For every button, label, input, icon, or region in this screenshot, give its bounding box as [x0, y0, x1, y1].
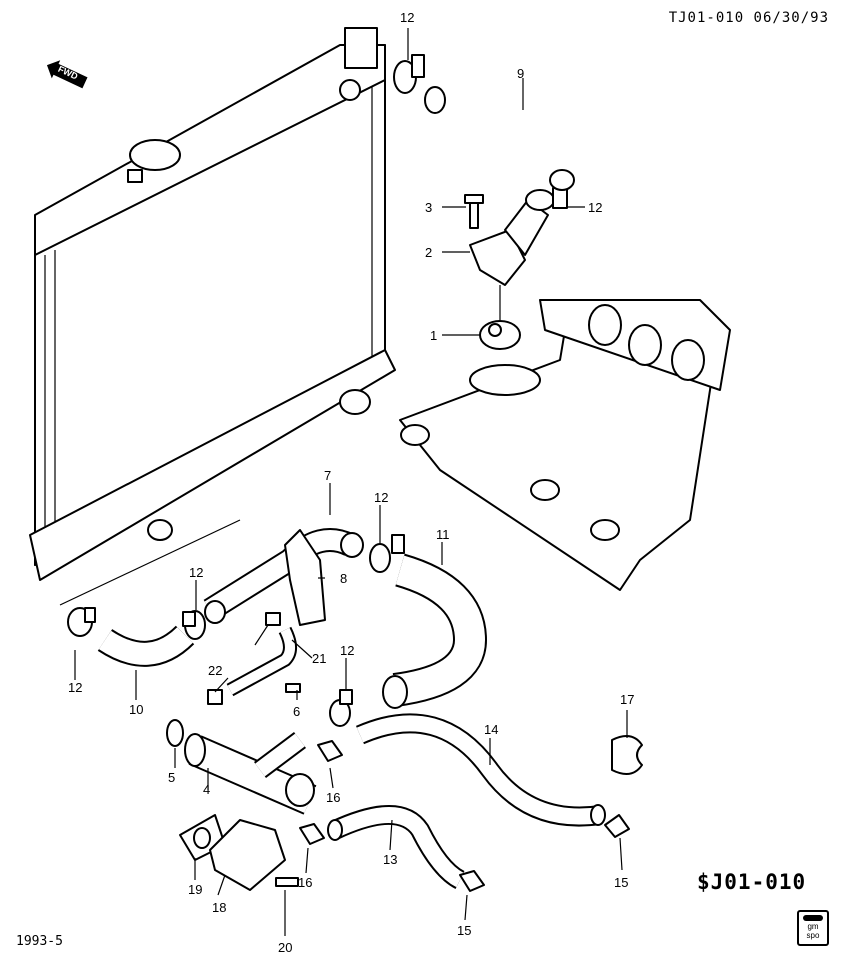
callout-14: 14 — [484, 722, 498, 737]
radiator — [29, 27, 396, 606]
callout-1: 1 — [430, 328, 437, 343]
callout-5: 5 — [168, 770, 175, 785]
callout-21: 21 — [312, 651, 326, 666]
callout-12-lower: 12 — [340, 643, 354, 658]
callout-6: 6 — [293, 704, 300, 719]
callout-3: 3 — [425, 200, 432, 215]
callout-22-a: 22 — [208, 663, 222, 678]
lower-radiator-hose — [98, 626, 193, 665]
callout-19: 19 — [188, 882, 202, 897]
engine-manifold — [399, 299, 731, 591]
callout-7: 7 — [324, 468, 331, 483]
heater-return-hose — [331, 807, 464, 888]
thermostat-assembly — [464, 187, 568, 350]
callout-17: 17 — [620, 692, 634, 707]
callout-20: 20 — [278, 940, 292, 955]
callout-8: 8 — [340, 571, 347, 586]
callout-4: 4 — [203, 782, 210, 797]
callout-16-a: 16 — [326, 790, 340, 805]
callout-15-bottom: 15 — [457, 923, 471, 938]
radiator-outlet-hose — [392, 555, 486, 705]
callout-10: 10 — [129, 702, 143, 717]
badge-line1: gm — [807, 922, 819, 931]
callout-15-right: 15 — [614, 875, 628, 890]
diagram-code: $J01-010 — [697, 870, 807, 894]
callout-12-left: 12 — [189, 565, 203, 580]
callout-12-thermostat: 12 — [588, 200, 602, 215]
small-bypass-hose — [227, 627, 295, 695]
heater-hose — [356, 715, 602, 825]
callout-13: 13 — [383, 852, 397, 867]
diagram-reference-header: TJ01-010 06/30/93 — [668, 10, 829, 26]
callout-2: 2 — [425, 245, 432, 260]
forward-arrow-icon: FWD — [43, 56, 90, 92]
water-outlet-housing — [209, 819, 286, 891]
hose-clip-17 — [611, 735, 643, 775]
callout-12-far-left: 12 — [68, 680, 82, 695]
callout-11: 11 — [436, 527, 450, 542]
callout-16-b: 16 — [298, 875, 312, 890]
callout-18: 18 — [212, 900, 226, 915]
callout-12-mid: 12 — [374, 490, 388, 505]
badge-line2: spo — [806, 931, 820, 940]
callout-9: 9 — [517, 66, 524, 81]
leader-lines — [74, 28, 628, 936]
upper-hose — [425, 90, 596, 191]
callout-12-top: 12 — [400, 10, 414, 25]
year-code: 1993-5 — [16, 934, 63, 949]
gm-spo-logo: gm spo — [797, 910, 829, 946]
o-ring — [166, 719, 184, 747]
